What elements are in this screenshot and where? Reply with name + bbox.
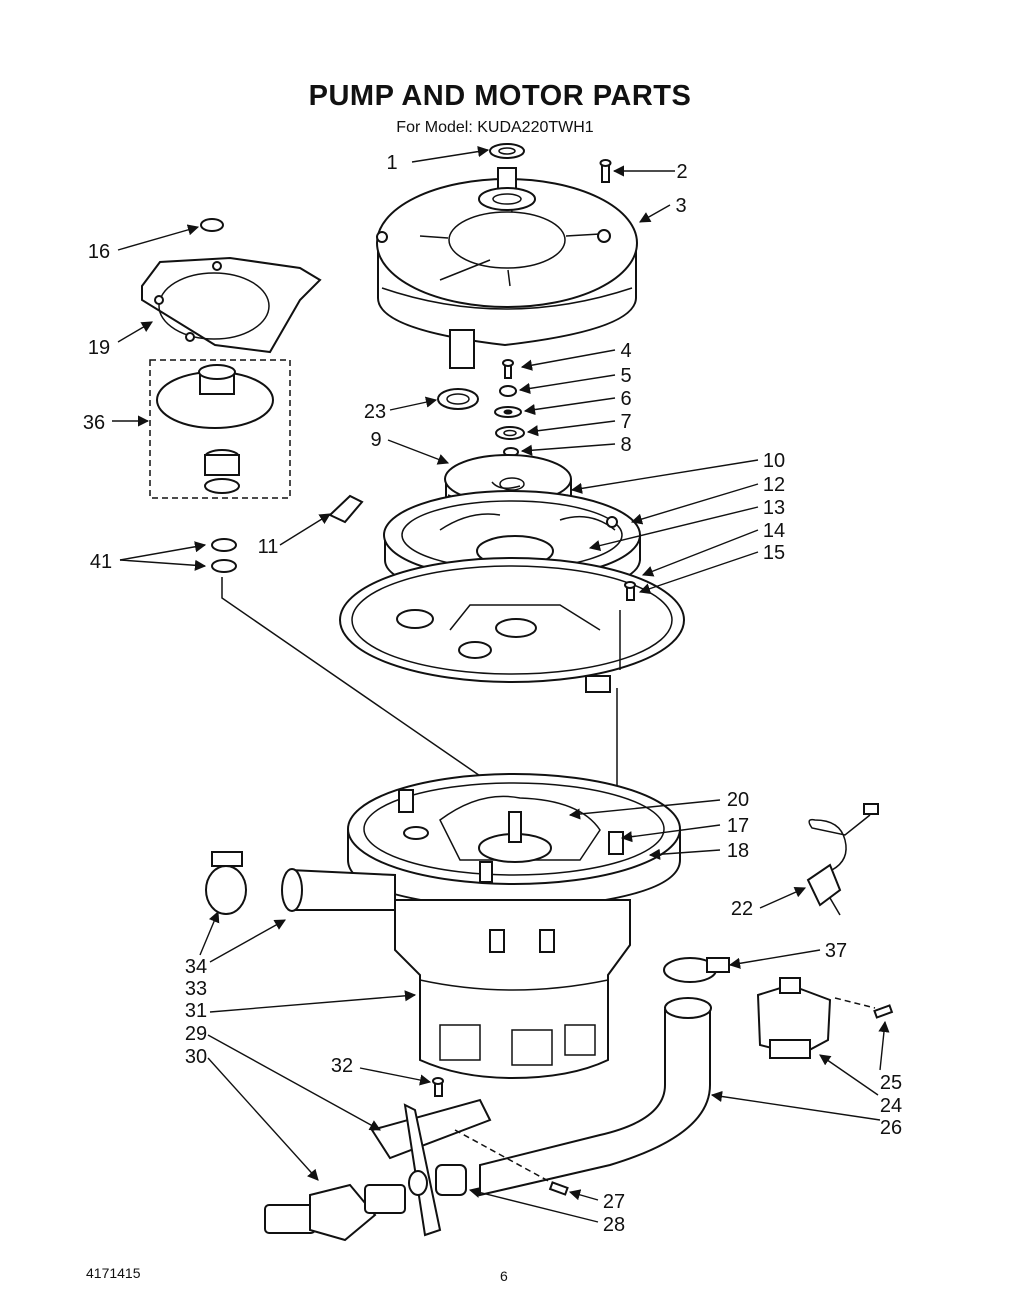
callout-7: 7 xyxy=(620,411,631,433)
callout-30: 30 xyxy=(185,1046,207,1068)
callout-34: 34 xyxy=(185,956,207,978)
part-3-motor xyxy=(376,167,638,369)
callout-2: 2 xyxy=(676,161,687,183)
document-number: 4171415 xyxy=(86,1265,141,1281)
callout-37: 37 xyxy=(825,940,847,962)
part-19-gasket xyxy=(141,256,322,354)
part-26-hose xyxy=(479,997,712,1197)
callout-13: 13 xyxy=(763,497,785,519)
part-31-pump-body xyxy=(394,899,631,1080)
callout-23: 23 xyxy=(364,401,386,423)
part-33-outlet xyxy=(281,868,396,912)
page-number: 6 xyxy=(500,1268,508,1284)
callout-8: 8 xyxy=(620,434,631,456)
callout-4: 4 xyxy=(620,340,631,362)
callout-10: 10 xyxy=(763,450,785,472)
callout-28: 28 xyxy=(603,1214,625,1236)
callout-33: 33 xyxy=(185,978,207,1000)
callout-24: 24 xyxy=(880,1095,902,1117)
part-27-screw xyxy=(454,1129,569,1196)
model-subtitle: For Model: KUDA220TWH1 xyxy=(396,119,594,136)
callout-25: 25 xyxy=(880,1072,902,1094)
part-36-assembly xyxy=(149,359,291,499)
part-30-connector xyxy=(264,1183,406,1242)
part-22-switch xyxy=(806,803,879,916)
part-37-clamp xyxy=(663,957,730,983)
callout-22: 22 xyxy=(731,898,753,920)
part-2-screw xyxy=(599,159,612,183)
callout-16: 16 xyxy=(88,241,110,263)
callout-17: 17 xyxy=(727,815,749,837)
callout-31: 31 xyxy=(185,1000,207,1022)
guide-line-left xyxy=(221,577,516,801)
callout-11: 11 xyxy=(258,536,279,558)
callout-12: 12 xyxy=(763,474,785,496)
callout-15: 15 xyxy=(763,542,785,564)
callout-36: 36 xyxy=(83,412,105,434)
part-5-nut xyxy=(499,385,517,397)
guide-line-thermostat xyxy=(834,997,876,1009)
part-1-washer xyxy=(489,143,525,159)
part-16-oring xyxy=(200,218,224,232)
part-11-bracket xyxy=(328,494,364,524)
callout-19: 19 xyxy=(88,337,110,359)
part-29-bracket xyxy=(370,1098,492,1237)
callout-41: 41 xyxy=(90,551,112,573)
callout-14: 14 xyxy=(763,520,785,542)
part-23-seal xyxy=(437,388,479,410)
part-41-rings xyxy=(211,538,237,573)
callout-5: 5 xyxy=(620,365,631,387)
callout-32: 32 xyxy=(331,1055,353,1077)
leader-lines xyxy=(112,146,890,1223)
part-24-thermostat xyxy=(756,977,832,1059)
page-title: PUMP AND MOTOR PARTS xyxy=(308,80,692,112)
part-34-clamp xyxy=(205,851,247,915)
callout-29: 29 xyxy=(185,1023,207,1045)
callout-6: 6 xyxy=(620,388,631,410)
part-4-screw xyxy=(502,359,514,379)
callout-20: 20 xyxy=(727,789,749,811)
part-6-washer xyxy=(494,406,522,418)
callout-1: 1 xyxy=(386,152,397,174)
part-7-seal xyxy=(495,426,525,440)
callout-27: 27 xyxy=(603,1191,625,1213)
callout-18: 18 xyxy=(727,840,749,862)
callout-3: 3 xyxy=(675,195,686,217)
part-25-screw xyxy=(873,1004,894,1019)
part-28-fitting xyxy=(408,1164,467,1196)
part-17-18-20-base xyxy=(347,773,681,912)
part-32-screw xyxy=(432,1077,444,1097)
callout-9: 9 xyxy=(370,429,381,451)
part-14-15-plate xyxy=(339,557,685,693)
callout-26: 26 xyxy=(880,1117,902,1139)
